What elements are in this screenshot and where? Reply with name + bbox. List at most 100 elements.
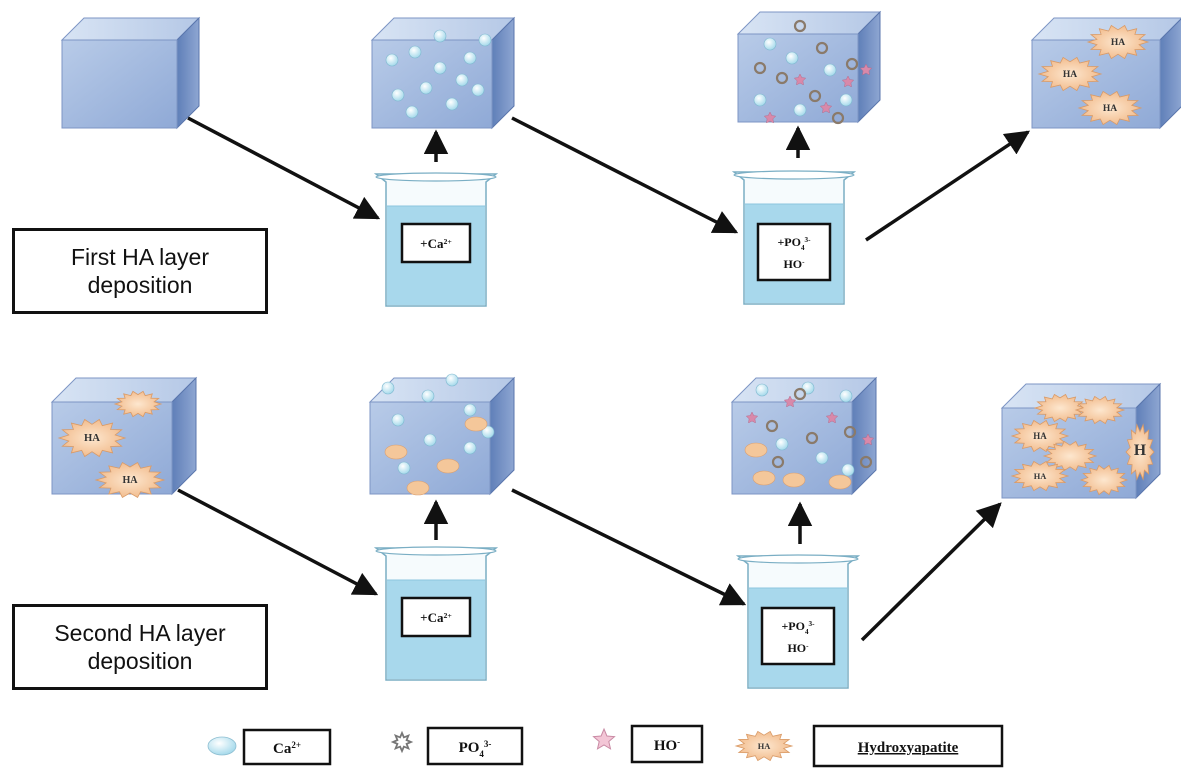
- calcium-ion: [405, 105, 419, 119]
- beaker-rim: [375, 546, 497, 556]
- calcium-ion: [481, 425, 495, 439]
- beaker-rim: [375, 172, 497, 182]
- calcium-reagent-label: +Ca2+: [420, 236, 452, 251]
- arrow-to-phosphate-bath-2: [511, 488, 747, 606]
- arrow-to-coated-cube-1: [865, 130, 1031, 242]
- calcium-ion: [463, 403, 477, 417]
- crystal-blob: [828, 474, 852, 490]
- second-calcium-cube: [368, 373, 516, 496]
- hydroxide-ion: [859, 63, 873, 76]
- phosphate-ion: [843, 425, 857, 439]
- calcium-ion: [419, 81, 433, 95]
- hydroxyapatite-crystal: [1033, 393, 1087, 423]
- arrow-to-coated-cube-2: [860, 502, 1002, 642]
- phosphate-ion: [793, 19, 807, 33]
- legend-phosphate-icon: [390, 730, 414, 754]
- phosphate-reagent-label: +PO43-: [781, 619, 815, 636]
- second-stage-label-line1: Second HA layer: [54, 620, 226, 646]
- legend-hydroxide-box: [630, 724, 704, 764]
- calcium-ion: [823, 63, 837, 77]
- reagent-label-box: [760, 606, 836, 666]
- calcium-ion: [775, 437, 789, 451]
- crystal-blob: [406, 480, 430, 496]
- phosphate-ion: [845, 57, 859, 71]
- hydroxyapatite-crystal: [1079, 464, 1129, 496]
- phosphate-ion: [859, 455, 873, 469]
- hydroxyapatite-crystal: [113, 390, 163, 418]
- calcium-ion: [463, 51, 477, 65]
- crystal-label: HA: [758, 742, 771, 751]
- second-stage-label-line2: deposition: [87, 648, 193, 674]
- legend-phosphate-box: [426, 726, 524, 766]
- crystal-label: HA: [84, 433, 100, 444]
- beaker-rim: [737, 554, 859, 564]
- hydroxide-reagent-label: HO-: [787, 641, 809, 655]
- calcium-ion: [815, 451, 829, 465]
- calcium-ion: [391, 88, 405, 102]
- legend-hydroxide-label: HO-: [654, 737, 680, 754]
- crystal-label: HA: [1111, 38, 1125, 48]
- calcium-ion: [755, 383, 769, 397]
- calcium-ion: [423, 433, 437, 447]
- crystal-label: HA: [1033, 431, 1047, 441]
- calcium-ion: [785, 51, 799, 65]
- phosphate-ion: [805, 431, 819, 445]
- first-stage-label-line1: First HA layer: [70, 244, 210, 270]
- hydroxyapatite-crystal: [1010, 460, 1070, 492]
- hydroxyapatite-crystal: [1010, 419, 1070, 453]
- cube-top-face: [736, 11, 882, 35]
- hydroxide-ion: [763, 111, 777, 124]
- phosphate-ion: [775, 71, 789, 85]
- calcium-ion: [433, 29, 447, 43]
- hydroxide-ion: [745, 411, 759, 424]
- calcium-reagent-label: +Ca2+: [420, 610, 452, 625]
- phosphate-ion: [815, 41, 829, 55]
- calcium-ion: [381, 381, 395, 395]
- arrow-to-calcium-bath-2: [177, 488, 379, 596]
- hydroxyapatite-crystal: [1037, 56, 1103, 92]
- phosphate-ion: [753, 61, 767, 75]
- calcium-ion: [445, 373, 459, 387]
- first-stage-label-line2: deposition: [87, 272, 193, 298]
- crystal-blob: [464, 416, 488, 432]
- calcium-ion: [478, 33, 492, 47]
- legend-phosphate-label: PO43-: [459, 739, 492, 759]
- arrow-to-calcium-bath-1: [187, 116, 381, 220]
- calcium-loaded-cube: [370, 16, 516, 130]
- calcium-ion: [763, 37, 777, 51]
- phosphate-beaker-1: +PO43-HO-: [731, 170, 857, 305]
- hydroxyapatite-crystal: [1077, 90, 1143, 126]
- calcium-ion: [753, 93, 767, 107]
- phosphate-ion: [808, 89, 822, 103]
- hydroxyapatite-crystal: [57, 418, 127, 458]
- reagent-label-box: [756, 222, 832, 282]
- phosphate-beaker-2: +PO43- HO-: [735, 554, 861, 689]
- arrow-to-phosphate-bath-1: [511, 116, 739, 234]
- hydroxyapatite-crystal: [1125, 423, 1155, 481]
- first-stage-label: First HA layer deposition: [12, 228, 268, 314]
- phosphate-ion: [771, 455, 785, 469]
- cube-front-face: [61, 39, 178, 129]
- crystal-blob: [384, 444, 408, 460]
- reagent-label-box: [400, 222, 472, 264]
- calcium-ion: [397, 461, 411, 475]
- hydroxyapatite-crystal: [94, 461, 166, 499]
- legend-hydroxide-icon: [592, 727, 616, 750]
- calcium-ion: [421, 389, 435, 403]
- calcium-ion: [471, 83, 485, 97]
- hydroxyapatite-crystal: [1086, 24, 1150, 60]
- calcium-ion: [408, 45, 422, 59]
- legend-calcium-icon: [207, 736, 237, 756]
- calcium-ion: [433, 61, 447, 75]
- calcium-ion: [385, 53, 399, 67]
- calcium-ion: [793, 103, 807, 117]
- hydroxyapatite-crystal: [1042, 440, 1098, 472]
- crystal-label: H: [1134, 442, 1146, 459]
- phosphate-reagent-label: +PO43-: [777, 235, 811, 252]
- second-stage-label: Second HA layer deposition: [12, 604, 268, 690]
- ion-loaded-cube: [736, 10, 882, 125]
